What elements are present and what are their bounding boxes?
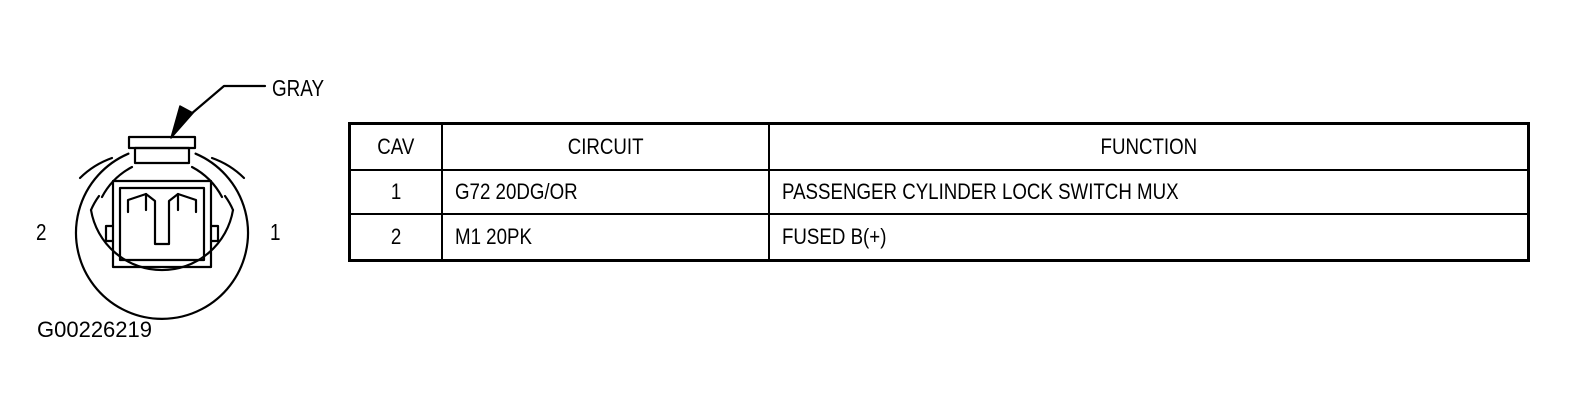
locking-tab (127, 135, 197, 165)
connector-housing (104, 179, 220, 269)
arrow-head (170, 105, 194, 139)
pin-1-label: 1 (270, 219, 281, 245)
cell-circuit: M1 20PK (441, 213, 770, 262)
cell-function: PASSENGER CYLINDER LOCK SWITCH MUX (768, 169, 1530, 215)
connector-figure: GRAY 2 1 G00226219 (0, 0, 360, 415)
table-row: 1 G72 20DG/OR PASSENGER CYLINDER LOCK SW… (348, 169, 1530, 215)
inner-ring (89, 165, 235, 272)
table-header-row: CAV CIRCUIT FUNCTION (348, 122, 1530, 171)
leader-line (182, 84, 267, 122)
header-cav: CAV (348, 122, 443, 171)
connector-color-label: GRAY (272, 75, 325, 101)
cell-circuit: G72 20DG/OR (441, 169, 770, 215)
connector-drawing (74, 84, 267, 320)
cell-function: FUSED B(+) (768, 213, 1530, 262)
table-row: 2 M1 20PK FUSED B(+) (348, 213, 1530, 262)
header-circuit: CIRCUIT (441, 122, 770, 171)
pinout-table: CAV CIRCUIT FUNCTION 1 G72 20DG/OR PASSE… (348, 122, 1530, 262)
outer-ring (74, 152, 250, 320)
header-function: FUNCTION (768, 122, 1530, 171)
center-key (126, 192, 198, 246)
pin-2-label: 2 (36, 219, 47, 245)
cell-cav: 1 (348, 169, 443, 215)
figure-id: G00226219 (37, 317, 152, 342)
cell-cav: 2 (348, 213, 443, 262)
